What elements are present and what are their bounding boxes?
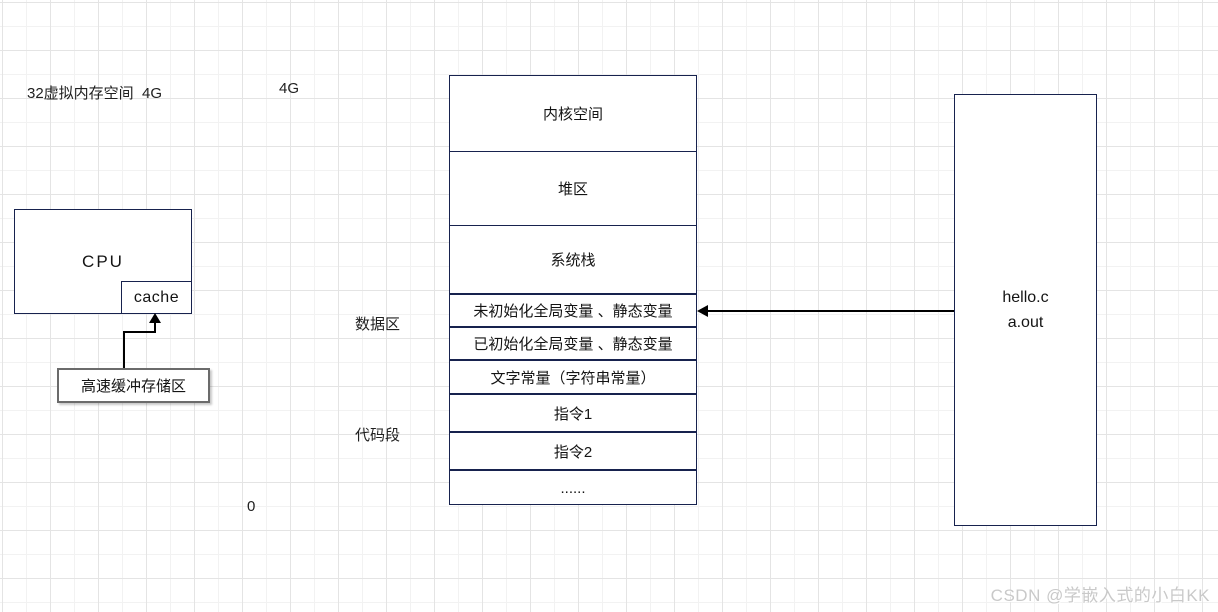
program-to-stack-arrowhead-icon: [697, 305, 708, 317]
section-kernel-space: 内核空间: [542, 106, 603, 123]
csdn-watermark: CSDN @学嵌入式的小白KK: [990, 586, 1210, 605]
cache-connector-segment-vertical2: [154, 322, 156, 332]
cache-box: cache: [121, 281, 192, 314]
program-to-stack-connector: [706, 310, 954, 312]
cache-callout-box: 高速缓冲存储区: [57, 368, 210, 403]
section-instruction-2: 指令2: [450, 431, 696, 469]
code-segment-label: 代码段: [355, 427, 401, 444]
cache-connector-segment-horizontal: [123, 331, 156, 333]
section-system-stack: 系统栈: [450, 225, 696, 293]
program-box: hello.c a.out: [954, 94, 1097, 526]
section-string-constants: 文字常量（字符串常量）: [450, 359, 696, 393]
address-label-4g: 4G: [279, 80, 300, 97]
program-box-line1: hello.c: [1002, 289, 1049, 306]
section-initialized-globals: 已初始化全局变量 、静态变量: [450, 326, 696, 359]
cpu-label: CPU: [82, 251, 124, 271]
data-region-label: 数据区: [355, 316, 401, 333]
cache-connector-segment-vertical1: [123, 332, 125, 368]
address-label-0: 0: [247, 498, 256, 515]
cpu-box: CPU: [14, 209, 192, 314]
section-ellipsis: ......: [450, 469, 696, 506]
section-uninitialized-globals: 未初始化全局变量 、静态变量: [450, 293, 696, 326]
section-instruction-1: 指令1: [450, 393, 696, 431]
program-box-line2: a.out: [1007, 314, 1044, 331]
memory-stack: 内核空间 堆区 系统栈 未初始化全局变量 、静态变量 已初始化全局变量 、静态变…: [449, 75, 697, 505]
virtual-memory-title: 32虚拟内存空间 4G: [27, 85, 163, 102]
section-heap: 堆区: [450, 151, 696, 225]
cache-arrowhead-icon: [149, 313, 161, 323]
